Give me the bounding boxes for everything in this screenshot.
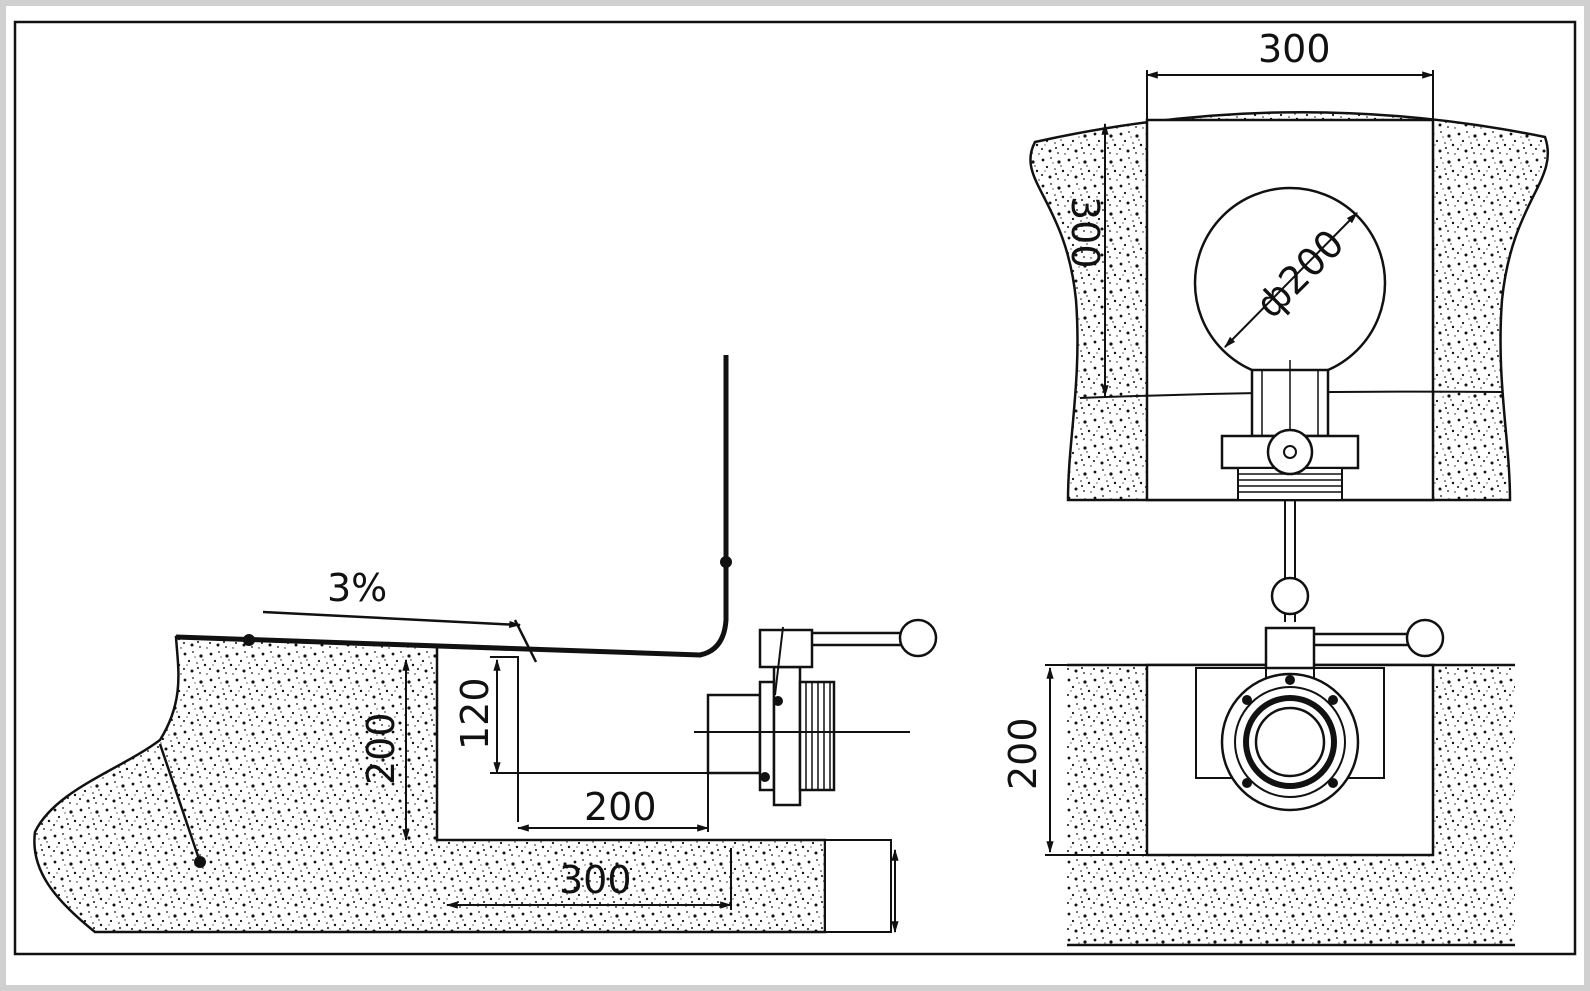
front-flange-ring: [1234, 686, 1346, 798]
side-section: 3% 200 120 200 300: [33, 355, 938, 934]
top-handle-rod: [1284, 500, 1296, 622]
bolt-bottom: [760, 772, 770, 782]
valve-stem: [758, 628, 814, 669]
dim-top-width: 300: [1258, 27, 1331, 71]
front-pipe-bore: [1254, 706, 1326, 778]
leader-line: [158, 743, 202, 863]
dim-pipe-length: 200: [584, 785, 657, 829]
bolt-top: [773, 696, 783, 706]
handle-bar: [812, 631, 902, 647]
valve-body: [772, 665, 802, 807]
front-pipe-wall: [1243, 695, 1337, 789]
flange-bolt-1: [1285, 675, 1295, 685]
stem-line: [774, 626, 784, 696]
channel-end: [824, 839, 892, 933]
dim-channel-width: 300: [559, 858, 632, 902]
floor-surface: [175, 355, 729, 658]
dim-line-diameter: [1224, 212, 1358, 348]
outlet-pipe: [706, 693, 762, 775]
slope-label: 3%: [327, 566, 387, 610]
flange-bolt-5: [1242, 695, 1252, 705]
dim-top-depth: 300: [1063, 196, 1107, 269]
flange-bolt-2: [1328, 695, 1338, 705]
top-view: 300 300 ф200: [1029, 27, 1550, 622]
concrete-side: [33, 635, 827, 934]
thread-lines: [805, 682, 831, 790]
slope-arrow: [262, 610, 522, 629]
leader-point: [194, 856, 206, 868]
top-valve-center: [1283, 445, 1297, 459]
dim-pipe-height: 120: [453, 677, 497, 750]
top-valve-stem-icon: [1266, 428, 1314, 476]
handle-knob-icon: [898, 618, 938, 658]
dim-channel-depth: 200: [359, 712, 403, 785]
dim-front-depth: 200: [1001, 717, 1045, 790]
top-pipe-lines: [1261, 360, 1319, 436]
valve-thread: [798, 680, 836, 792]
ext-lines-front-depth: [1045, 664, 1147, 856]
slope-tick: [513, 619, 538, 663]
wall-point: [720, 556, 732, 568]
flange-bolt-3: [1328, 778, 1338, 788]
front-handle-knob-icon: [1405, 618, 1445, 658]
front-valve-stem: [1264, 626, 1316, 670]
frame-border: [13, 20, 1577, 956]
front-handle-bar: [1314, 632, 1410, 647]
flange-bolt-4: [1242, 778, 1252, 788]
surface-point: [243, 634, 255, 646]
pipe-inner-line: [490, 656, 519, 822]
front-section: 200: [1001, 618, 1515, 947]
top-handle-knob-icon: [1270, 576, 1310, 616]
